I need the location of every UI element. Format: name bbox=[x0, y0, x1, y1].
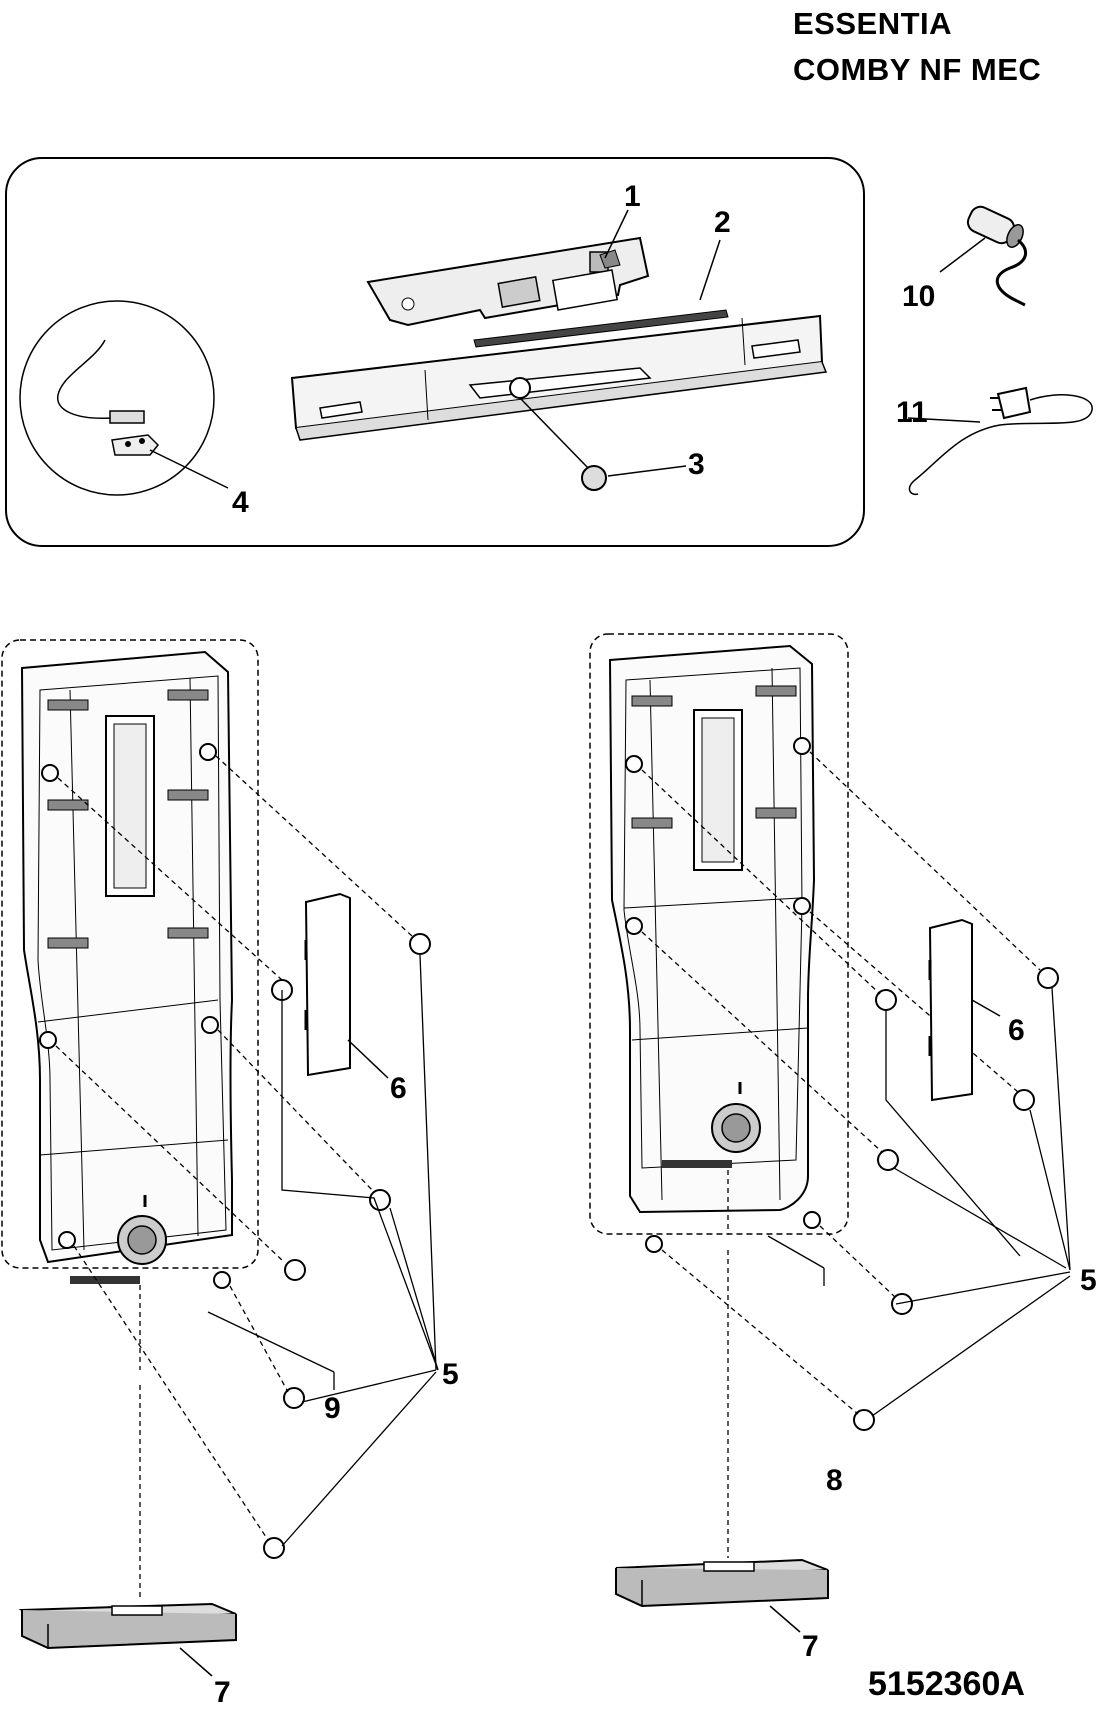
filter-icon bbox=[939, 205, 1027, 307]
base-plate-icon bbox=[615, 1250, 829, 1633]
screw-icon bbox=[519, 397, 687, 491]
callout-5-right: 5 bbox=[1080, 1264, 1097, 1297]
strip-icon bbox=[473, 309, 729, 348]
callout-9: 9 bbox=[324, 1392, 341, 1425]
callout-11: 11 bbox=[896, 396, 928, 429]
callout-3: 3 bbox=[688, 448, 705, 481]
power-cord-icon bbox=[907, 386, 1093, 496]
cover-plate-icon bbox=[304, 892, 389, 1079]
model-title-line2: COMBY NF MEC bbox=[793, 52, 1042, 87]
left-assembly-frame bbox=[1, 639, 259, 1269]
control-panel-icon bbox=[608, 644, 816, 1214]
callout-8: 8 bbox=[826, 1464, 843, 1497]
callout-7-left: 7 bbox=[214, 1676, 231, 1709]
top-assembly-frame bbox=[5, 157, 865, 547]
cap-icon bbox=[625, 737, 1059, 1431]
callout-5-left: 5 bbox=[442, 1358, 459, 1391]
part-number: 5152360A bbox=[868, 1665, 1025, 1703]
callout-4: 4 bbox=[232, 486, 249, 519]
panel-frame-icon bbox=[290, 314, 828, 441]
cap-icon bbox=[39, 743, 431, 1559]
electronic-board-icon bbox=[366, 236, 650, 327]
callout-2: 2 bbox=[714, 206, 731, 239]
callout-7-right: 7 bbox=[802, 1630, 819, 1663]
callout-6-right: 6 bbox=[1008, 1014, 1025, 1047]
right-assembly-frame bbox=[589, 633, 849, 1235]
callout-10: 10 bbox=[902, 280, 935, 313]
sensor-detail-icon bbox=[19, 300, 229, 496]
callout-1: 1 bbox=[624, 180, 641, 213]
control-panel-icon bbox=[20, 650, 234, 1284]
base-plate-icon bbox=[18, 1385, 237, 1677]
cover-plate-icon bbox=[928, 918, 1001, 1102]
callout-6-left: 6 bbox=[390, 1072, 407, 1105]
model-title-line1: ESSENTIA bbox=[793, 6, 953, 41]
